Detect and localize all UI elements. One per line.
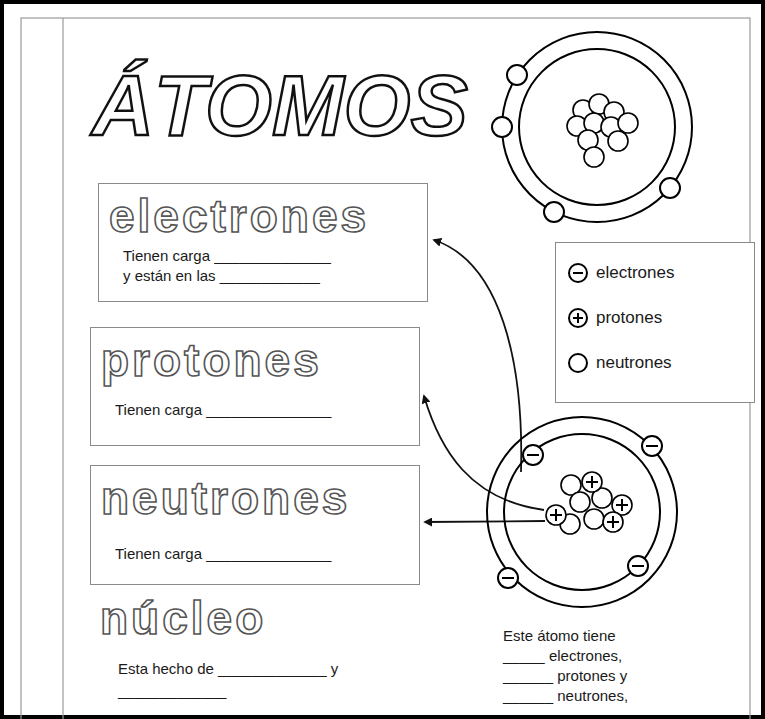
- plus-sign: [550, 509, 562, 521]
- legend-swatch: [566, 351, 590, 375]
- particle-symbol: [569, 309, 587, 327]
- legend-swatch: [566, 306, 590, 330]
- orbit-ring: [487, 417, 677, 607]
- leader-arrow: [425, 521, 545, 522]
- legend-box: electrones protones neutrones: [555, 242, 755, 403]
- plus-sign: [586, 476, 598, 488]
- box-heading: neutrones: [101, 474, 409, 522]
- orbit-ring: [504, 434, 660, 590]
- leader-arrow: [424, 396, 544, 510]
- minus-sign: [527, 454, 539, 456]
- particle-symbol: [569, 264, 587, 282]
- plus-sign: [616, 499, 628, 511]
- orbit-ring: [502, 32, 692, 222]
- electron-circle: [628, 556, 648, 576]
- legend-swatch: [566, 261, 590, 285]
- plus-sign: [573, 313, 583, 323]
- fill-in-text: Tienen carga ______________ y están en l…: [123, 246, 335, 286]
- orbit-ring: [519, 49, 675, 205]
- legend-label: neutrones: [596, 352, 672, 374]
- electron-circle: [544, 202, 564, 222]
- electron-circle: [498, 568, 518, 588]
- nucleus-particle: [608, 131, 628, 151]
- minus-sign: [646, 445, 658, 447]
- particle-box: neutronesTienen carga _______________: [90, 465, 420, 585]
- electron-circle: [660, 178, 680, 198]
- margin-line: [62, 18, 63, 719]
- box-heading: protones: [101, 336, 409, 384]
- minus-sign: [573, 272, 583, 274]
- nucleus-heading: núcleo: [100, 592, 400, 644]
- electron-circle: [523, 445, 543, 465]
- neutron-circle: [570, 492, 590, 512]
- particle-box: protonesTienen carga _______________: [90, 327, 420, 446]
- fill-in-text: Tienen carga _______________: [115, 400, 405, 420]
- nucleus-particle: [618, 113, 638, 133]
- plus-sign: [607, 516, 619, 528]
- proton-circle: [582, 472, 602, 492]
- particle-symbol: [569, 354, 587, 372]
- minus-sign: [632, 565, 644, 567]
- fill-in-text: Tienen carga _______________: [115, 544, 405, 564]
- nucleus-particle: [584, 147, 604, 167]
- minus-sign: [502, 577, 514, 579]
- legend-entry: electrones: [566, 261, 746, 306]
- electron-circle: [492, 117, 512, 137]
- box-heading: electrones: [109, 192, 417, 240]
- legend-entry: protones: [566, 306, 746, 351]
- legend-label: electrones: [596, 262, 674, 284]
- leader-arrow: [434, 240, 521, 472]
- electron-circle: [507, 65, 527, 85]
- legend-entry: neutrones: [566, 351, 746, 396]
- particle-box: electronesTienen carga ______________ y …: [98, 183, 428, 302]
- fill-in-text: Esta hecho de _____________ y __________…: [118, 658, 408, 702]
- electron-circle: [642, 436, 662, 456]
- neutron-circle: [584, 509, 604, 529]
- legend-label: protones: [596, 307, 662, 329]
- page-border: [21, 18, 750, 719]
- fill-in-text: Este átomo tiene _____ electrones, _____…: [503, 626, 653, 706]
- proton-circle: [603, 512, 623, 532]
- page-title: ÁTOMOS: [92, 50, 468, 160]
- proton-circle: [546, 505, 566, 525]
